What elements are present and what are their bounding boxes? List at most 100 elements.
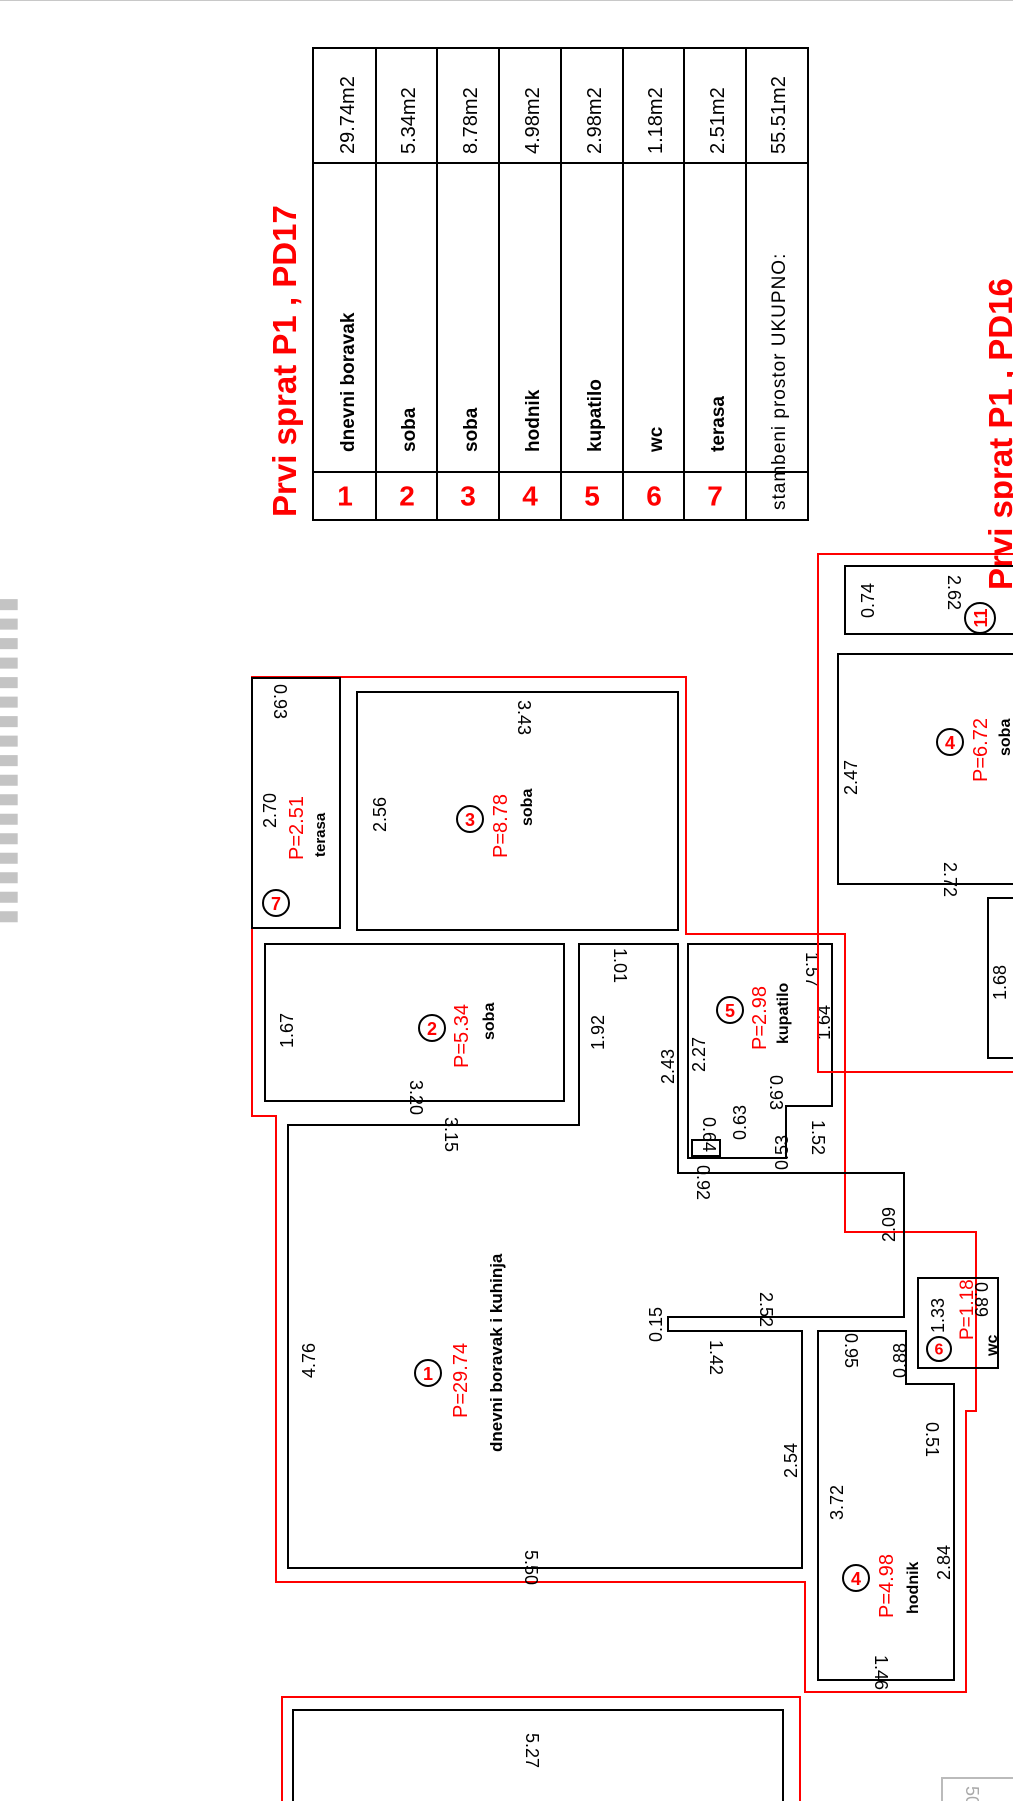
room-number: 11	[971, 608, 991, 627]
room-area: P=6.72	[970, 718, 992, 782]
dim-label: 1.68	[990, 965, 1010, 1000]
room-number-circle	[716, 996, 744, 1024]
room-4-hodnik	[817, 1330, 955, 1681]
table-title: Prvi sprat P1 , PD17	[266, 205, 303, 517]
dim-label: 1.52	[808, 1120, 828, 1155]
lower-unit-outline	[281, 1696, 801, 1801]
room-label-1: 1 P=29.74 dnevni boravak i kuhinja	[414, 1253, 506, 1452]
table-row: 1 dnevni boravak 29.74m2	[337, 76, 359, 511]
next-room-label-11: 11	[964, 602, 996, 634]
row-area: 29.74m2	[337, 76, 359, 154]
row-number: 1	[337, 481, 353, 512]
dim-label: 1.92	[588, 1015, 608, 1050]
room-name: dnevni boravak i kuhinja	[487, 1253, 506, 1452]
apartment-outline	[251, 676, 977, 1693]
room-number: 7	[271, 894, 281, 914]
next-room-partial	[987, 897, 1013, 1059]
room-number: 5	[725, 1001, 735, 1021]
table-row: 3 soba 8.78m2	[460, 87, 482, 511]
room-name: kupatilo	[775, 982, 792, 1044]
room-number: 6	[935, 1342, 944, 1359]
row-number: 4	[522, 481, 538, 512]
table-row: 7 terasa 2.51m2	[707, 87, 729, 511]
room-7-terasa	[251, 677, 341, 929]
row-area: 2.98m2	[584, 87, 606, 154]
dim-label: 2.72	[940, 862, 960, 897]
next-room-label-4: 4 P=6.72 soba	[936, 718, 1013, 782]
row-room-name: kupatilo	[585, 379, 606, 452]
room-6-wc	[917, 1277, 999, 1369]
row-room-name: terasa	[708, 396, 729, 452]
room-name: wc	[984, 1335, 1001, 1357]
dim-label: 0.93	[766, 1075, 786, 1110]
room-label-4: 4 P=4.98 hodnik	[842, 1554, 922, 1618]
row-number: 5	[584, 481, 600, 512]
dim-label: 0.53	[772, 1135, 792, 1170]
row-room-name: soba	[399, 407, 420, 452]
room-name: soba	[519, 789, 536, 826]
room-number: 4	[851, 1569, 861, 1589]
room-area: P=5.34	[451, 1004, 473, 1068]
row-area: 8.78m2	[460, 87, 482, 154]
dim-label: 2.70	[260, 793, 280, 828]
area-table	[312, 47, 809, 521]
room-5-kupatilo	[687, 943, 833, 1159]
room-1-dnevni-boravak	[287, 943, 905, 1569]
dim-label: 2.43	[658, 1049, 678, 1084]
row-number: 6	[646, 481, 662, 512]
dim-label: 0.15	[646, 1307, 666, 1342]
room-number: 2	[427, 1019, 437, 1039]
room-area: P=29.74	[450, 1343, 472, 1418]
dim-label: 2.52	[756, 1292, 776, 1327]
dim-label: 3.15	[441, 1117, 461, 1152]
room-area: P=8.78	[490, 794, 512, 858]
next-room-11	[844, 565, 1013, 635]
row-room-name: wc	[646, 426, 667, 453]
row-area: 5.34m2	[398, 87, 420, 154]
next-room-4-soba	[837, 653, 1013, 885]
room-number-circle	[418, 1014, 446, 1042]
dim-label: 0.92	[693, 1165, 713, 1200]
dim-label: 0.74	[858, 583, 878, 618]
dim-label: 0.51	[922, 1422, 942, 1457]
table-row: 2 soba 5.34m2	[398, 87, 420, 511]
dim-label: 4.76	[299, 1343, 319, 1378]
dim-label: 1.67	[277, 1013, 297, 1048]
dim-label: 1.46	[871, 1655, 891, 1690]
dim-label: 2.56	[370, 797, 390, 832]
table-total-row: stambeni prostor UKUPNO: 55.51m2	[768, 76, 790, 510]
room-number-circle	[936, 728, 964, 756]
dim-label: 1.33	[928, 1298, 948, 1333]
dim-label: 0.89	[971, 1282, 991, 1317]
row-number: 3	[460, 481, 476, 512]
row-area: 2.51m2	[707, 87, 729, 154]
corner-legend-box	[941, 1777, 1013, 1801]
room-label-7: 7 P=2.51 terasa	[262, 796, 329, 917]
room-number-circle	[926, 1336, 952, 1362]
next-unit-title: Prvi sprat P1 , PD16	[982, 278, 1013, 590]
dim-label: 1.01	[610, 948, 630, 983]
room-label-3: 3 P=8.78 soba	[456, 789, 536, 858]
ghost-watermark-text: ▮▮▮▮▮▮▮▮▮▮▮▮▮▮▮▮▮	[0, 593, 21, 925]
row-area: 4.98m2	[522, 87, 544, 154]
room-number: 4	[945, 733, 955, 753]
room-number-circle	[456, 805, 484, 833]
dim-label: 2.47	[841, 760, 861, 795]
room-area: P=2.98	[749, 986, 771, 1050]
row-room-name: hodnik	[523, 389, 544, 452]
dim-label: 2.84	[934, 1545, 954, 1580]
room-area: P=2.51	[286, 796, 308, 860]
table-row: 4 hodnik 4.98m2	[522, 87, 544, 511]
row-room-name: dnevni boravak	[338, 312, 359, 452]
room-number-circle	[262, 889, 290, 917]
room-area: P=1.18	[957, 1279, 978, 1340]
corner-legend-text: 50	[962, 1786, 982, 1801]
row-area: 1.18m2	[645, 87, 667, 154]
room-area: P=4.98	[876, 1554, 898, 1618]
dim-label: 3.72	[827, 1485, 847, 1520]
dim-label: 1.42	[706, 1340, 726, 1375]
room-number-circle	[414, 1359, 442, 1387]
row-number: 2	[399, 481, 415, 512]
dim-label: 5.50	[521, 1550, 541, 1585]
